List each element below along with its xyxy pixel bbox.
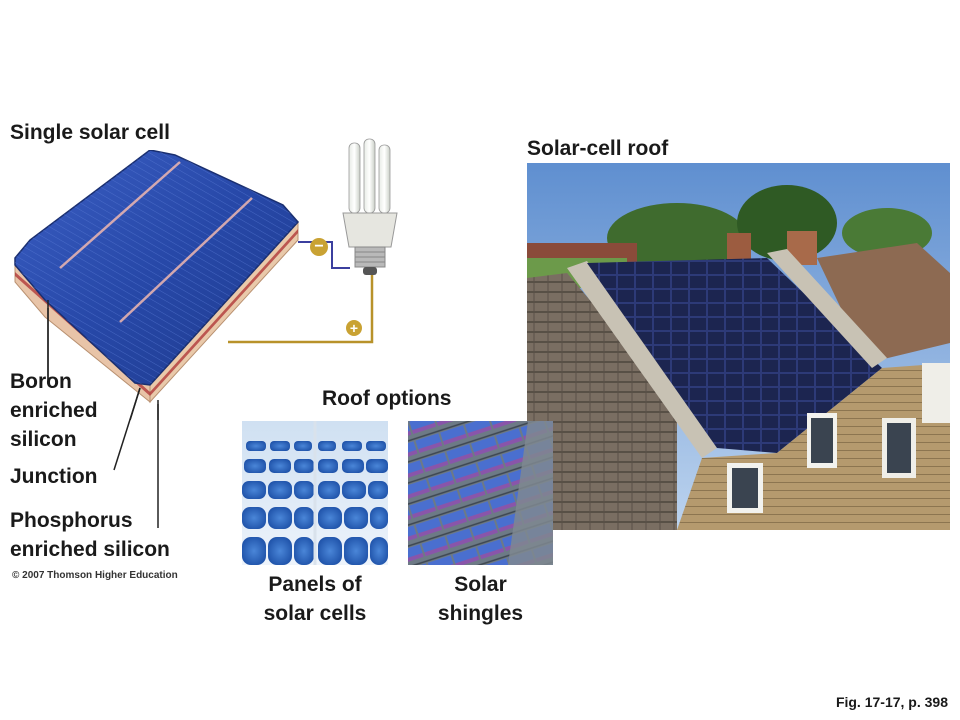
boron-label-line-2: enriched — [10, 399, 98, 422]
leader-lines — [47, 300, 159, 528]
solar-panel-photo — [242, 421, 388, 565]
figure-reference: Fig. 17-17, p. 398 — [835, 694, 948, 710]
boron-label-line-1: Boron — [10, 370, 72, 393]
phosphorus-label-line-2: enriched silicon — [10, 538, 170, 561]
junction-label: Junction — [10, 465, 98, 488]
solar-roof-panel — [587, 258, 882, 453]
boron-label-line-3: silicon — [10, 428, 77, 451]
shingles-label-line-1: Solar — [454, 573, 507, 596]
panels-label-line-1: Panels of — [268, 573, 362, 596]
panels-label-line-2: solar cells — [263, 602, 367, 625]
panel-wafer-grid — [242, 441, 388, 565]
shingles-label: Solar shingles — [408, 570, 553, 628]
house-roof-photo — [527, 163, 950, 530]
single-cell-title: Single solar cell — [10, 121, 170, 144]
wire-positive — [228, 268, 374, 344]
phosphorus-label-line-1: Phosphorus — [10, 509, 133, 532]
roof-title: Solar-cell roof — [527, 137, 669, 160]
copyright: © 2007 Thomson Higher Education — [12, 570, 178, 581]
shingles-label-line-2: shingles — [437, 602, 524, 625]
boron-label: Boron enriched silicon — [10, 367, 98, 454]
roof-options-title: Roof options — [322, 387, 452, 410]
positive-terminal-icon: + — [346, 320, 362, 336]
phosphorus-label: Phosphorus enriched silicon — [10, 506, 170, 564]
cfl-bulb-icon — [342, 138, 398, 275]
panels-label: Panels of solar cells — [242, 570, 388, 628]
solar-shingle-photo — [408, 421, 553, 565]
negative-terminal-icon: − — [310, 238, 328, 256]
